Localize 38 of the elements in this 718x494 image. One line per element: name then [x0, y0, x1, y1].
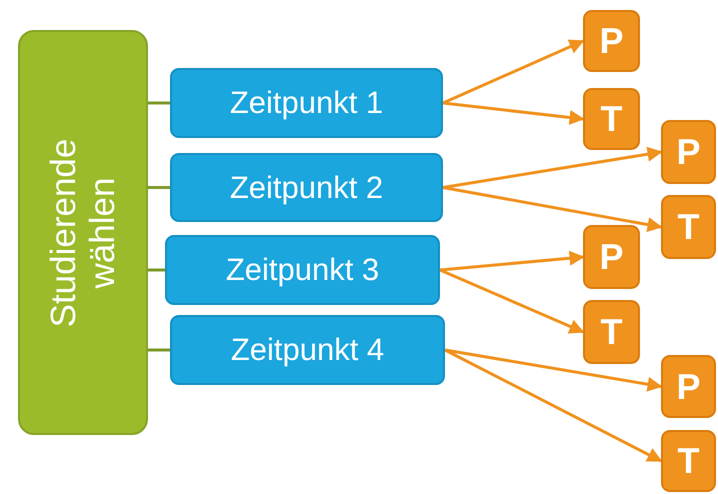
process-box [170, 315, 445, 385]
letter-box [583, 88, 640, 150]
letter-box [661, 195, 716, 259]
node-label: P [599, 236, 624, 278]
letter-box [661, 355, 716, 418]
node-label: T [678, 440, 700, 482]
arrow [440, 250, 584, 272]
node-label: T [600, 311, 622, 353]
letter-box [583, 300, 640, 364]
arrow [444, 348, 662, 462]
connector-line [148, 268, 165, 272]
node-label: P [676, 131, 700, 173]
arrow [442, 102, 584, 125]
process-box [170, 68, 443, 138]
arrow [444, 348, 662, 392]
process-box [170, 153, 443, 222]
letter-box [583, 225, 640, 289]
arrow [439, 268, 584, 334]
node-label: T [600, 98, 622, 140]
letter-box [661, 430, 716, 492]
node-label: P [599, 20, 624, 62]
node-label: Studierende wählen [44, 137, 122, 329]
node-label: Zeitpunkt 3 [226, 252, 380, 288]
arrow [442, 186, 662, 232]
arrow [442, 40, 584, 104]
node-label: Zeitpunkt 1 [230, 85, 384, 121]
node-label: Zeitpunkt 2 [230, 170, 384, 206]
process-box [165, 235, 440, 305]
group-box [18, 30, 148, 435]
connector-line [148, 102, 170, 104]
node-label: P [676, 366, 700, 408]
letter-box [583, 10, 640, 72]
connector-line [148, 186, 170, 189]
node-label: Zeitpunkt 4 [230, 332, 384, 368]
node-label: T [678, 206, 700, 248]
arrow [442, 146, 662, 189]
letter-box [661, 120, 716, 184]
connector-line [148, 348, 170, 352]
